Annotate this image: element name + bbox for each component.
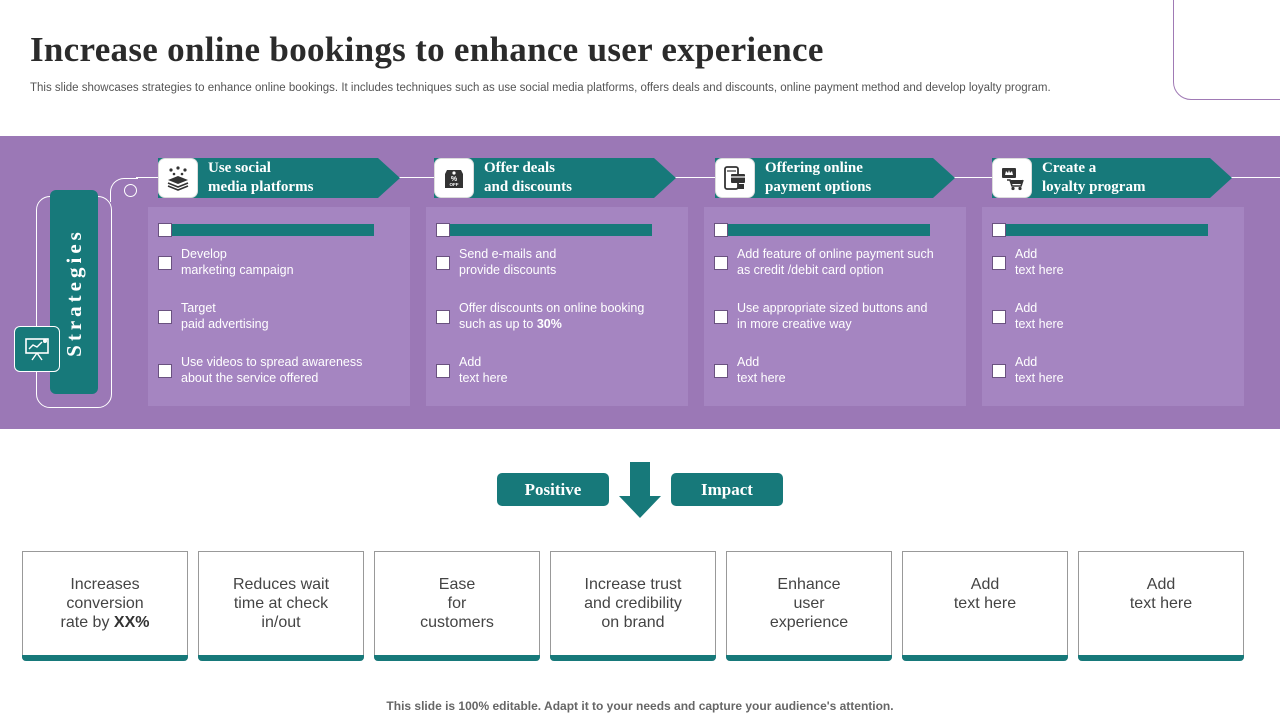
- impact-card-bottom-bar: [22, 655, 188, 661]
- impact-card-bottom-bar: [198, 655, 364, 661]
- checkbox[interactable]: [158, 256, 172, 270]
- column-heading: Create a loyalty program: [1042, 160, 1146, 195]
- positive-label: Positive: [497, 473, 609, 506]
- impact-card-text: Enhance user experience: [769, 576, 849, 631]
- strategy-item: Add text here: [1015, 355, 1064, 385]
- impact-card: Add text here: [902, 551, 1068, 661]
- checkbox[interactable]: [158, 364, 172, 378]
- head-connector-line: [674, 177, 717, 178]
- strategy-item: Add text here: [1015, 301, 1064, 331]
- impact-card: Increases conversion rate by XX%: [22, 551, 188, 661]
- strategies-connector: [110, 178, 138, 202]
- strategy-item: Add text here: [737, 355, 786, 385]
- column-header-deals-discounts: % OFF Offer deals and discounts: [434, 158, 676, 198]
- checkbox[interactable]: [714, 223, 728, 237]
- column-heading: Use social media platforms: [208, 160, 314, 195]
- strategy-item: Target paid advertising: [181, 301, 269, 331]
- strategy-item: Offer discounts on online booking such a…: [459, 300, 684, 332]
- strategy-item: Add feature of online payment such as cr…: [737, 247, 934, 277]
- head-connector-line: [398, 177, 436, 178]
- checkbox[interactable]: [992, 364, 1006, 378]
- head-connector-line: [953, 177, 994, 178]
- footer-note: This slide is 100% editable. Adapt it to…: [386, 699, 894, 713]
- impact-card: Reduces wait time at check in/out: [198, 551, 364, 661]
- column-header-social-media: Use social media platforms: [158, 158, 400, 198]
- social-media-icon: [158, 158, 198, 198]
- column-heading: Offering online payment options: [765, 160, 872, 195]
- impact-card: Enhance user experience: [726, 551, 892, 661]
- checkbox[interactable]: [992, 223, 1006, 237]
- checkbox[interactable]: [436, 364, 450, 378]
- arrow-down-icon: [619, 462, 661, 518]
- checkbox[interactable]: [158, 223, 172, 237]
- strategy-panel-loyalty-program: Add text here Add text here Add text her…: [982, 207, 1244, 406]
- checkbox[interactable]: [436, 256, 450, 270]
- strategy-item: Add text here: [1015, 247, 1064, 277]
- strategy-item: Send e-mails and provide discounts: [459, 247, 557, 277]
- page-title: Increase online bookings to enhance user…: [30, 30, 824, 69]
- discount-tag-icon: % OFF: [434, 158, 474, 198]
- impact-card-text: Increases conversion rate by XX%: [29, 575, 181, 632]
- panel-progress-bar: [994, 224, 1208, 236]
- checkbox[interactable]: [714, 256, 728, 270]
- strategy-panel-online-payment: Add feature of online payment such as cr…: [704, 207, 966, 406]
- strategy-item: Use videos to spread awareness about the…: [181, 355, 363, 385]
- impact-card: Add text here: [1078, 551, 1244, 661]
- impact-label: Impact: [671, 473, 783, 506]
- checkbox[interactable]: [714, 310, 728, 324]
- corner-decoration: [1173, 0, 1280, 100]
- checkbox[interactable]: [992, 310, 1006, 324]
- strategies-connector-dot: [124, 184, 137, 197]
- impact-card-text: Reduces wait time at check in/out: [232, 576, 330, 631]
- column-header-online-payment: Offering online payment options: [715, 158, 955, 198]
- checkbox[interactable]: [436, 310, 450, 324]
- impact-card-bottom-bar: [1078, 655, 1244, 661]
- column-header-arrow: [434, 158, 676, 198]
- strategy-item-highlight: 30%: [536, 317, 562, 331]
- strategies-label-text: Strategies: [61, 227, 86, 357]
- checkbox[interactable]: [158, 310, 172, 324]
- svg-text:%: %: [451, 176, 458, 183]
- impact-card-text: Ease for customers: [420, 576, 494, 631]
- panel-progress-bar: [438, 224, 652, 236]
- checkbox[interactable]: [714, 364, 728, 378]
- svg-text:OFF: OFF: [450, 182, 459, 187]
- mobile-payment-icon: [715, 158, 755, 198]
- checkbox[interactable]: [992, 256, 1006, 270]
- loyalty-cart-icon: [992, 158, 1032, 198]
- panel-progress-bar: [716, 224, 930, 236]
- page-subtitle: This slide showcases strategies to enhan…: [30, 82, 1051, 94]
- strategy-item: Use appropriate sized buttons and in mor…: [737, 301, 928, 331]
- strategy-item: Develop marketing campaign: [181, 247, 294, 277]
- column-header-arrow: [158, 158, 400, 198]
- head-connector-line: [136, 177, 160, 178]
- strategy-panel-social-media: Develop marketing campaign Target paid a…: [148, 207, 410, 406]
- impact-card-bottom-bar: [374, 655, 540, 661]
- impact-card-bottom-bar: [726, 655, 892, 661]
- panel-progress-bar: [160, 224, 374, 236]
- column-header-arrow: [992, 158, 1232, 198]
- impact-card-text: Add text here: [953, 576, 1017, 612]
- impact-card-highlight: XX%: [113, 614, 150, 631]
- impact-card: Ease for customers: [374, 551, 540, 661]
- presentation-board-icon: [14, 326, 60, 372]
- column-heading: Offer deals and discounts: [484, 160, 572, 195]
- column-header-arrow: [715, 158, 955, 198]
- column-header-loyalty-program: Create a loyalty program: [992, 158, 1232, 198]
- impact-card-text-part: Increases conversion rate by: [60, 576, 144, 631]
- impact-card-bottom-bar: [550, 655, 716, 661]
- checkbox[interactable]: [436, 223, 450, 237]
- head-connector-line: [1230, 177, 1280, 178]
- strategy-panel-deals-discounts: Send e-mails and provide discounts Offer…: [426, 207, 688, 406]
- impact-card-text: Add text here: [1129, 576, 1193, 612]
- impact-card: Increase trust and credibility on brand: [550, 551, 716, 661]
- strategy-item-text: Offer discounts on online booking such a…: [459, 301, 645, 331]
- strategy-item: Add text here: [459, 355, 508, 385]
- impact-card-text: Increase trust and credibility on brand: [584, 576, 682, 631]
- impact-card-bottom-bar: [902, 655, 1068, 661]
